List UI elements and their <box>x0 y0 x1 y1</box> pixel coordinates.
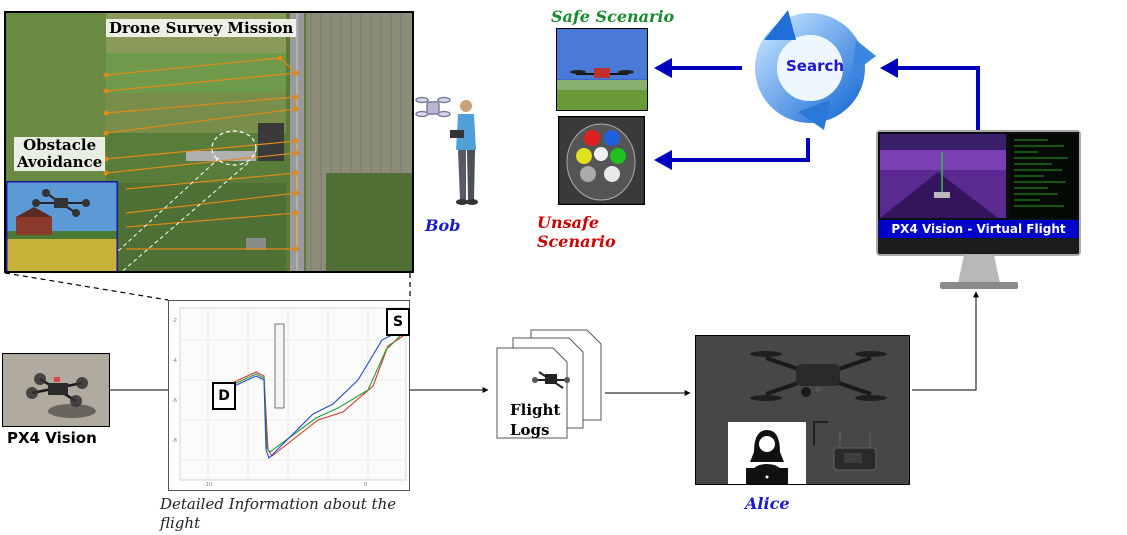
survey-map-panel: Drone Survey Mission Obstacle Avoidance <box>4 11 414 273</box>
safe-scenario-label: Safe Scenario <box>551 7 675 26</box>
alice-to-monitor-arrow <box>912 291 979 391</box>
trajectory-green <box>229 329 407 453</box>
monitor: PX4 Vision - Virtual Flight <box>876 130 1081 256</box>
obstacle-label-line1: Obstacle <box>23 136 97 154</box>
obstacle-label-line2: Avoidance <box>17 153 103 171</box>
plot-caption-line1: Detailed Information about the <box>160 495 397 513</box>
flight-logs-line1: Flight <box>510 401 561 419</box>
alice-avatar <box>728 422 806 484</box>
svg-text:-8: -8 <box>172 438 177 444</box>
unsafe-scenario-line2: Scenario <box>537 232 616 251</box>
plot-marker-d-text: D <box>218 388 230 404</box>
plot-caption-line2: flight <box>160 514 201 532</box>
arrowhead-unsafe <box>654 150 672 170</box>
plot-marker-s-text: S <box>392 314 404 330</box>
plot-marker-d: D <box>212 382 236 410</box>
svg-text:0: 0 <box>364 482 367 488</box>
virtual-flight-label: PX4 Vision - Virtual Flight <box>879 220 1078 238</box>
unsafe-scenario-label: Unsafe Scenario <box>537 213 616 251</box>
bob-figure <box>415 96 478 205</box>
arrowhead-safe <box>654 58 672 78</box>
obstacle-avoidance-photo <box>6 181 118 271</box>
search-label: Search <box>786 57 845 75</box>
arrowhead-search <box>880 58 898 78</box>
monitor-stand <box>940 255 1018 289</box>
trajectory-blue <box>229 327 407 459</box>
virtual-flight-screen <box>878 132 1079 220</box>
plot-marker-s: S <box>386 308 410 336</box>
obstacle-label: Obstacle Avoidance <box>14 136 106 171</box>
svg-text:-10: -10 <box>204 482 212 488</box>
search-cycle-icon <box>755 10 876 130</box>
unsafe-scenario-image <box>558 116 645 205</box>
safe-scenario-image <box>556 28 648 111</box>
px4-vision-photo <box>2 353 110 427</box>
flight-logs-line2: Logs <box>510 421 550 439</box>
monitor-to-search-arrow <box>896 66 980 130</box>
svg-text:-2: -2 <box>172 318 177 324</box>
zoom-line-left <box>4 272 169 301</box>
map-title: Drone Survey Mission <box>106 19 297 37</box>
flight-logs-label: Flight Logs <box>510 400 560 440</box>
blue-arrows <box>670 66 980 162</box>
px4-vision-label: PX4 Vision <box>7 429 97 447</box>
unsafe-scenario-line1: Unsafe <box>537 213 600 232</box>
plot-caption: Detailed Information about the flight <box>160 495 396 533</box>
svg-text:-4: -4 <box>172 358 177 364</box>
alice-panel <box>695 335 910 485</box>
alice-label: Alice <box>745 494 790 513</box>
bob-label: Bob <box>425 216 461 235</box>
svg-text:-6: -6 <box>172 398 177 404</box>
trajectory-red <box>229 333 407 457</box>
flight-logs-documents <box>496 329 602 439</box>
search-to-unsafe-arrow <box>670 138 810 162</box>
flight-plot: -2 -4 -6 -8 -10 0 <box>168 300 410 491</box>
